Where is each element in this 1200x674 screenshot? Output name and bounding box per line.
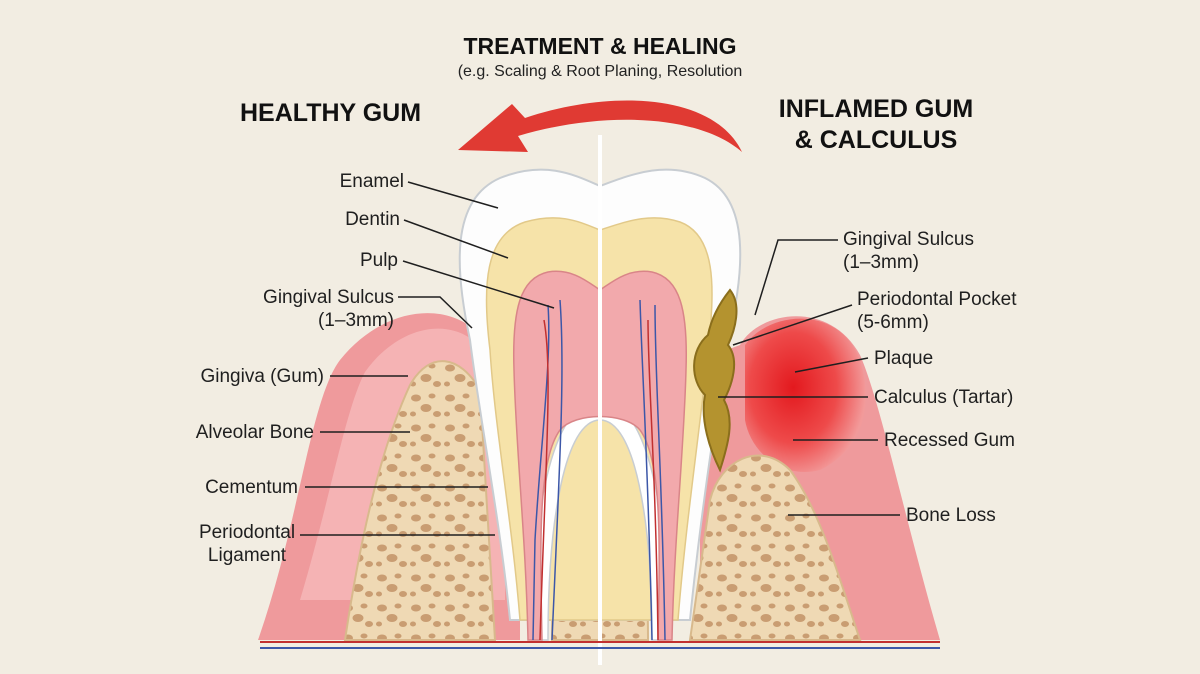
label-gingival-sulcus: Gingival Sulcus (1–3mm)	[263, 287, 394, 331]
label-recessed-gum: Recessed Gum	[884, 430, 1015, 451]
leader-right-gingival-sulcus	[754, 239, 838, 316]
inflamed-gum-title: INFLAMED GUM & CALCULUS	[778, 95, 974, 154]
alveolar-bone	[343, 360, 497, 641]
treatment-arrow	[458, 100, 742, 152]
pulp-vessels	[532, 299, 666, 641]
bone-loss	[688, 454, 862, 641]
label-periodontal-ligament: Periodontal Ligament	[198, 522, 296, 566]
label-right-gingival-sulcus: Gingival Sulcus (1–3mm)	[843, 229, 974, 273]
leader-enamel	[407, 181, 499, 209]
label-alveolar-bone: Alveolar Bone	[195, 422, 314, 443]
label-dentin: Dentin	[345, 209, 400, 230]
label-cementum: Cementum	[205, 477, 298, 498]
label-gingiva: Gingiva (Gum)	[200, 366, 324, 387]
treatment-title: TREATMENT & HEALING	[463, 33, 737, 59]
leader-plaque	[794, 357, 869, 373]
leader-dentin	[403, 219, 509, 259]
healthy-gum-title: HEALTHY GUM	[240, 99, 422, 127]
label-bone-loss: Bone Loss	[906, 505, 996, 526]
label-periodontal-pocket: Periodontal Pocket (5-6mm)	[857, 289, 1017, 333]
inflamed-gum	[745, 318, 866, 472]
treatment-subtitle: (e.g. Scaling & Root Planing, Resolution	[457, 63, 743, 80]
calculus-deposit	[693, 288, 738, 473]
leader-gingival-sulcus	[398, 296, 473, 329]
label-pulp: Pulp	[359, 250, 398, 271]
leader-periodontal-pocket	[732, 304, 853, 346]
label-enamel: Enamel	[339, 171, 404, 192]
label-plaque: Plaque	[874, 348, 934, 369]
leader-pulp	[402, 260, 555, 309]
label-calculus: Calculus (Tartar)	[874, 387, 1014, 408]
